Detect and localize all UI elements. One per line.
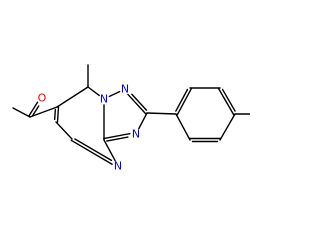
double-bond-line xyxy=(103,132,131,140)
triazole-nitrogen-label: N xyxy=(121,83,129,96)
double-bond-line xyxy=(221,88,236,112)
double-bond-line xyxy=(131,93,148,111)
double-bond-line xyxy=(28,101,39,117)
double-bond-line xyxy=(74,138,113,162)
single-bond xyxy=(103,139,116,162)
pyrimidine-nitrogen-label: N xyxy=(114,160,122,173)
single-bond xyxy=(138,112,148,130)
single-bond xyxy=(146,112,177,115)
double-bond-line xyxy=(31,105,40,117)
bond-lines xyxy=(12,64,250,165)
double-bond-line xyxy=(53,108,57,121)
bridgehead-nitrogen-label: N xyxy=(100,93,108,106)
single-bond xyxy=(175,113,191,141)
single-bond xyxy=(108,90,121,98)
double-bond-line xyxy=(106,136,129,142)
single-bond xyxy=(219,113,236,141)
double-bond-line xyxy=(127,93,147,115)
single-bond xyxy=(87,86,100,97)
double-bond-line xyxy=(70,139,113,165)
double-bond-line xyxy=(176,88,193,116)
double-bond-line xyxy=(218,88,235,116)
triazole-nitrogen-label: N xyxy=(132,128,140,141)
single-bond xyxy=(55,121,73,140)
single-bond xyxy=(12,107,31,118)
double-bond-line xyxy=(175,88,189,112)
double-bond-line xyxy=(56,106,60,123)
single-bond xyxy=(29,106,58,118)
carbonyl-oxygen-label: O xyxy=(38,92,47,105)
canvas-background xyxy=(0,0,250,250)
single-bond xyxy=(56,86,89,108)
